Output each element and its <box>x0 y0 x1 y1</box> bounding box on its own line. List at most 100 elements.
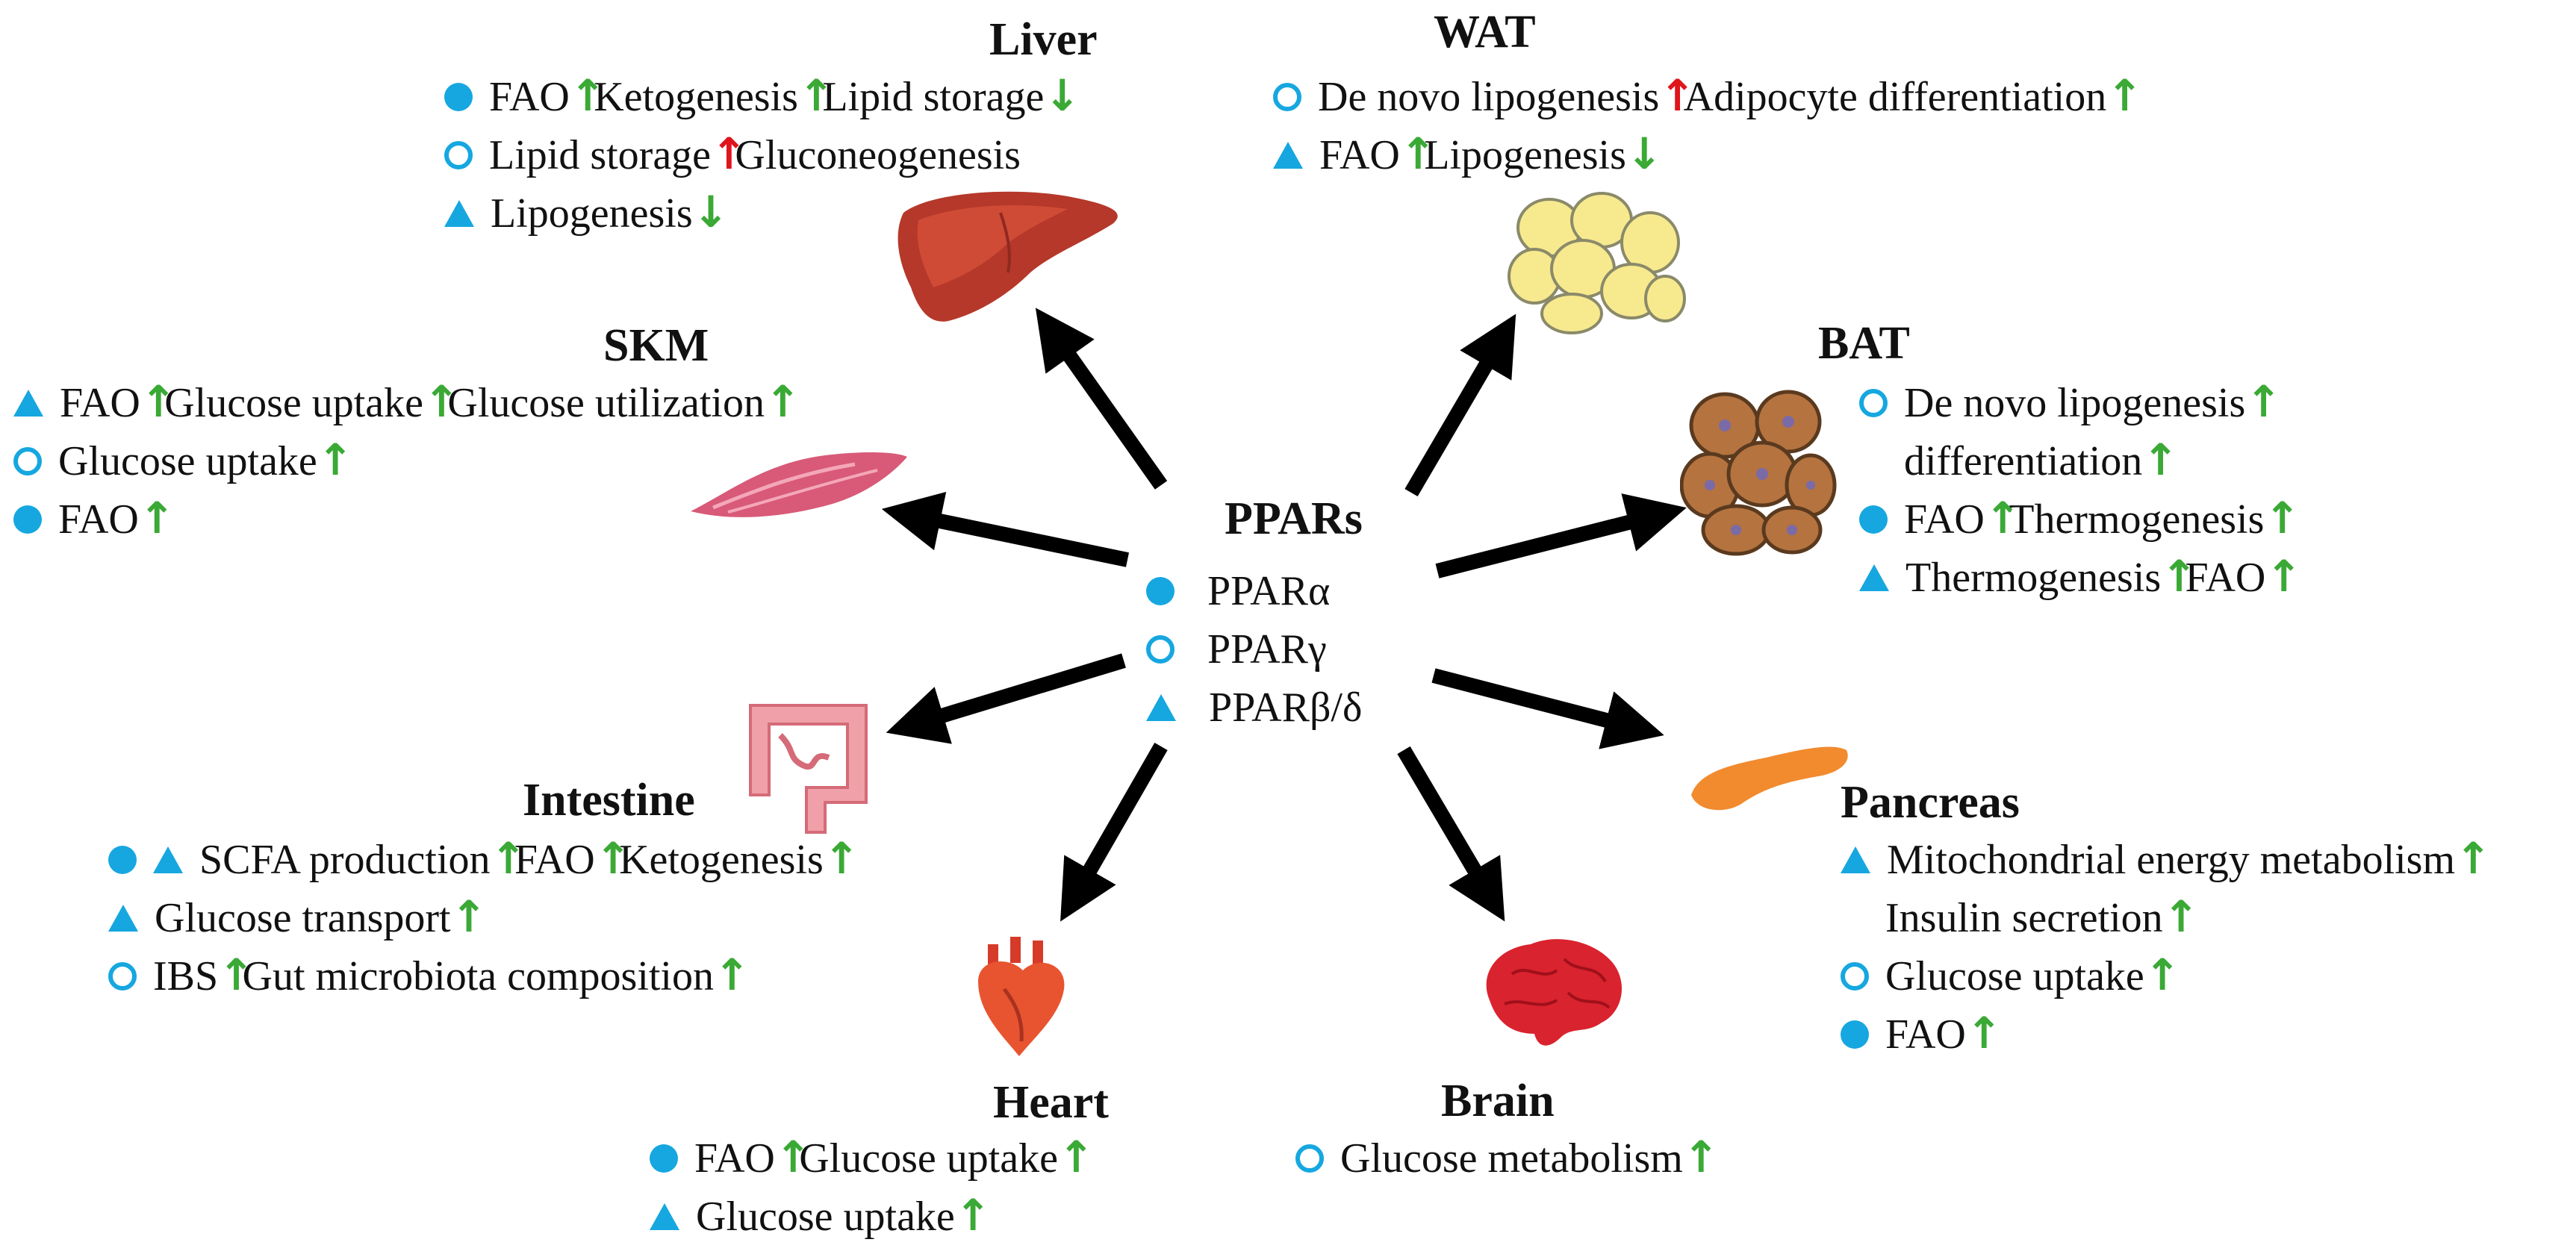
bat-effect-line: FAO↑Thermogenesis↑ <box>1859 493 2300 543</box>
intestine-effect-line: IBS↑Gut microbiota composition↑ <box>108 951 750 1000</box>
down-arrow-icon: ↓ <box>1625 128 1663 179</box>
ppar-alpha-dot-icon <box>650 1144 678 1173</box>
up-arrow-icon: ↑ <box>2265 551 2302 602</box>
intestine-effect-text: FAO <box>514 837 595 883</box>
heart-effect-text: Glucose uptake <box>799 1135 1059 1182</box>
center-legend-label: PPARγ <box>1207 626 1327 673</box>
skm-effect-line: FAO↑ <box>13 494 175 543</box>
skm-effect-text: Glucose uptake <box>164 380 424 426</box>
pancreas-effect-line: Glucose uptake↑ <box>1841 949 2181 1000</box>
up-arrow-icon: ↑ <box>1058 1132 1095 1182</box>
arrow-to-skm <box>881 491 1130 567</box>
up-arrow-icon: ↑ <box>1659 70 1696 121</box>
brain-effect-line: Glucose metabolism↑ <box>1295 1132 1720 1182</box>
skm-effect-text: Glucose utilization <box>447 380 765 426</box>
skm-title: SKM <box>603 320 709 371</box>
ppar-beta-delta-triangle-icon <box>153 846 183 873</box>
up-arrow-icon: ↑ <box>490 833 527 884</box>
center-legend-item: PPARα <box>1146 567 1330 615</box>
down-arrow-icon: ↓ <box>1044 70 1080 121</box>
up-arrow-icon: ↑ <box>2106 70 2143 121</box>
bat-effect-line: Thermogenesis↑FAO↑ <box>1859 551 2302 602</box>
wat-effect-line: De novo lipogenesis↑Adipocyte differenti… <box>1273 70 2143 121</box>
center-title: PPARs <box>1225 493 1363 544</box>
wat-title: WAT <box>1434 7 1536 57</box>
skm-effect-line: FAO↑Glucose uptake↑Glucose utilization↑ <box>13 376 801 427</box>
arrow-to-wat <box>1404 314 1516 497</box>
arrow-to-liver <box>1035 308 1168 490</box>
up-arrow-icon: ↑ <box>450 891 488 942</box>
up-arrow-icon: ↑ <box>423 376 460 427</box>
wat-effect-text: Adipocyte differentiation <box>1683 74 2107 120</box>
center-legend-item: PPARβ/δ <box>1146 684 1362 732</box>
ppar-beta-delta-triangle-icon <box>1273 142 1303 169</box>
center-legend-label: PPARα <box>1207 568 1331 614</box>
heart-effect-text: Glucose uptake <box>696 1194 955 1240</box>
intestine-effect-text: Gut microbiota composition <box>242 953 714 999</box>
pancreas-effect-text: Glucose uptake <box>1885 953 2144 999</box>
up-arrow-icon: ↑ <box>774 1132 812 1182</box>
up-arrow-icon: ↑ <box>317 434 354 485</box>
up-arrow-icon: ↑ <box>1984 493 2021 543</box>
arrow-to-intestine <box>886 653 1126 744</box>
heart-illustration <box>978 937 1065 1056</box>
liver-effect-text: FAO <box>489 74 570 120</box>
up-arrow-icon: ↑ <box>797 70 835 121</box>
arrow-to-heart <box>1060 743 1168 922</box>
up-arrow-icon: ↑ <box>2162 891 2200 942</box>
center-legend-label: PPARβ/δ <box>1209 684 1363 731</box>
heart-title: Heart <box>993 1077 1109 1128</box>
up-arrow-icon: ↑ <box>954 1190 992 1241</box>
liver-effect-text: Lipid storage <box>489 132 712 178</box>
arrow-to-brain <box>1397 746 1505 922</box>
bat-effect-text: FAO <box>2185 555 2266 601</box>
bat-effect-text: differentiation <box>1904 438 2143 484</box>
ppar-alpha-dot-icon <box>108 846 137 874</box>
up-arrow-icon: ↑ <box>823 833 860 884</box>
up-arrow-icon: ↑ <box>2142 434 2179 485</box>
bat-title: BAT <box>1818 318 1910 369</box>
up-arrow-icon: ↑ <box>1399 128 1437 179</box>
center-legend-item: PPARγ <box>1146 626 1327 673</box>
up-arrow-icon: ↑ <box>2144 949 2181 1000</box>
intestine-effect-line: Glucose transport↑ <box>108 891 488 942</box>
skm-effect-text: FAO <box>58 496 139 543</box>
arrow-to-pancreas <box>1431 668 1664 749</box>
liver-effect-text: Lipid storage <box>822 74 1045 120</box>
pancreas-title: Pancreas <box>1841 777 2020 828</box>
ppar-beta-delta-triangle-icon <box>1146 694 1176 721</box>
liver-effect-line: FAO↑Ketogenesis↑Lipid storage↓ <box>444 70 1080 121</box>
brown-adipocyte-illustration <box>1680 390 1837 556</box>
ppar-beta-delta-triangle-icon <box>13 390 43 417</box>
wat-effect-text: FAO <box>1319 132 1400 178</box>
ppar-gamma-ring-icon <box>108 962 137 991</box>
ppar-alpha-dot-icon <box>13 505 42 534</box>
up-arrow-icon: ↑ <box>1682 1132 1720 1182</box>
ppar-gamma-ring-icon <box>1295 1144 1324 1173</box>
up-arrow-icon: ↑ <box>2245 376 2282 427</box>
brain-illustration <box>1486 939 1622 1046</box>
ppar-gamma-ring-icon <box>444 141 473 169</box>
down-arrow-icon: ↓ <box>692 187 729 237</box>
pancreas-effect-line: Insulin secretion↑ <box>1841 891 2200 942</box>
up-arrow-icon: ↑ <box>2264 493 2300 543</box>
ppar-gamma-ring-icon <box>1273 83 1301 111</box>
up-arrow-icon: ↑ <box>764 376 801 427</box>
bat-effect-line: De novo lipogenesis↑ <box>1859 376 2282 427</box>
pancreas-illustration <box>1691 746 1848 811</box>
skeletal-muscle-illustration <box>691 452 907 517</box>
intestine-effect-text: SCFA production <box>199 837 491 883</box>
bat-effect-text: Thermogenesis <box>1905 555 2162 601</box>
ppar-beta-delta-triangle-icon <box>1841 846 1870 873</box>
up-arrow-icon: ↑ <box>140 376 177 427</box>
liver-title: Liver <box>989 14 1098 65</box>
pancreas-effect-text: Mitochondrial energy metabolism <box>1887 837 2456 883</box>
pancreas-effect-text: Insulin secretion <box>1885 895 2163 941</box>
intestine-title: Intestine <box>523 775 695 826</box>
ppar-gamma-ring-icon <box>13 447 42 475</box>
up-arrow-icon: ↑ <box>711 128 747 179</box>
liver-effect-text: Lipogenesis <box>491 190 693 237</box>
pancreas-effect-text: FAO <box>1885 1011 1966 1058</box>
up-arrow-icon: ↑ <box>569 70 606 121</box>
